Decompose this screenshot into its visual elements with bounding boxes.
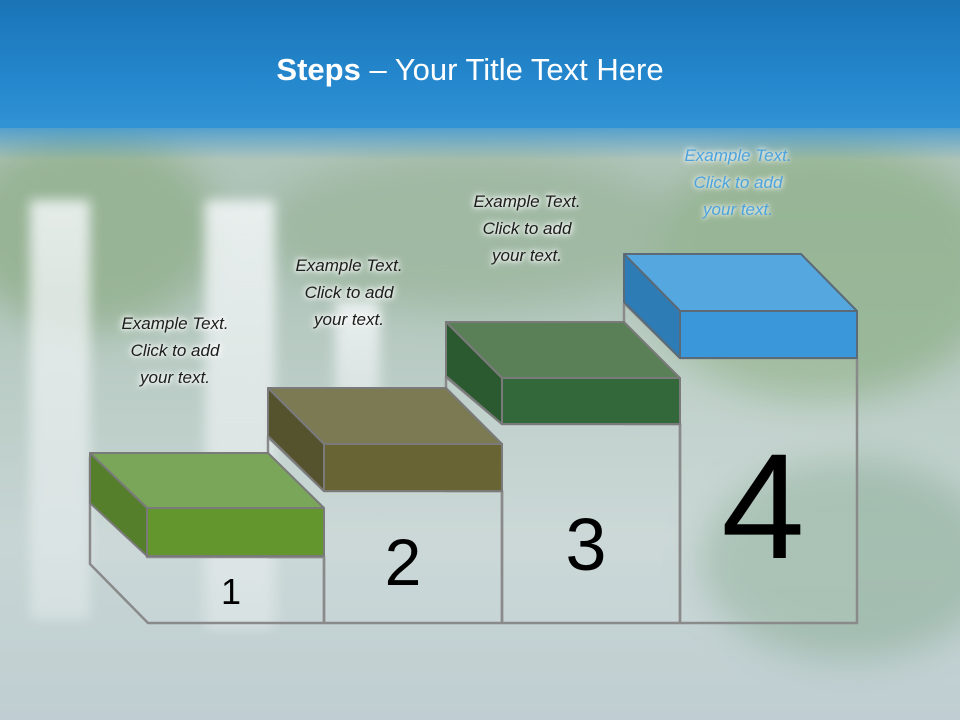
step-1-note[interactable]: Example Text. Click to add your text. xyxy=(121,314,229,387)
step-1-number[interactable]: 1 xyxy=(221,571,241,612)
step-3-number[interactable]: 3 xyxy=(565,503,606,586)
waterfall-center xyxy=(205,200,275,630)
block-2-front xyxy=(323,443,503,492)
step-2-note[interactable]: Example Text. Click to add your text. xyxy=(295,256,403,329)
title-bar-fade xyxy=(0,120,960,160)
title-bold: Steps xyxy=(276,52,361,87)
step-3-note[interactable]: Example Text. Click to add your text. xyxy=(473,192,581,265)
foliage-lower-right xyxy=(700,460,960,660)
title-rest: – Your Title Text Here xyxy=(360,52,664,87)
foliage-center xyxy=(260,150,680,310)
block-4-front xyxy=(679,310,858,359)
step-4-number[interactable]: 4 xyxy=(721,422,804,590)
waterfall-left xyxy=(30,200,90,620)
block-1-front xyxy=(146,507,325,557)
block-3-front xyxy=(501,377,681,425)
step-4-note[interactable]: Example Text. Click to add your text. xyxy=(684,146,792,219)
step-2-number[interactable]: 2 xyxy=(385,525,422,599)
slide-title[interactable]: Steps – Your Title Text Here xyxy=(0,52,940,88)
title-bar xyxy=(0,0,960,128)
